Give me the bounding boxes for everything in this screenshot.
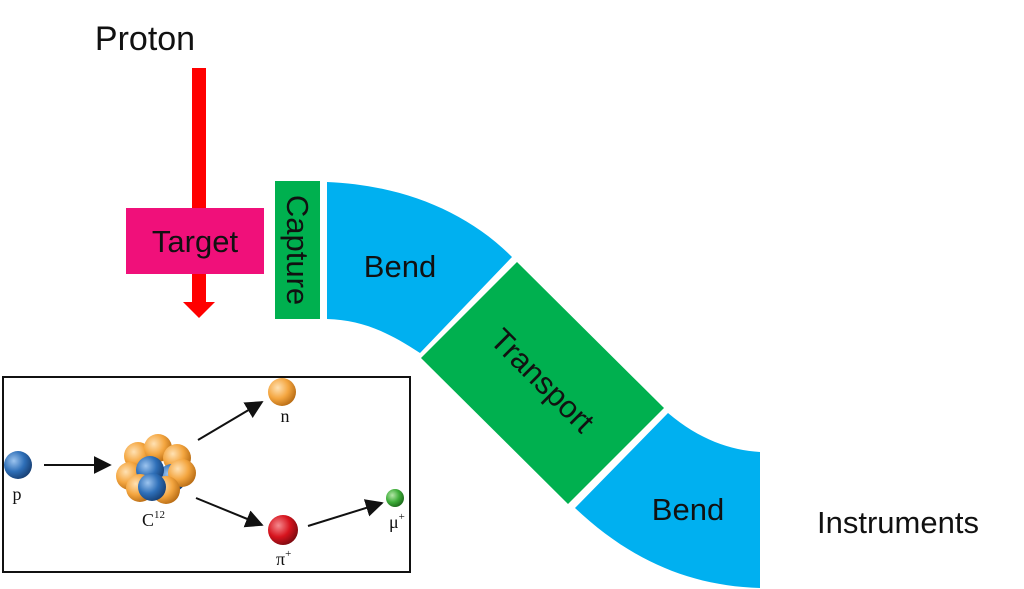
capture-label: Capture (280, 195, 315, 305)
muon-particle-icon (386, 489, 404, 507)
proton-particle-icon (4, 451, 32, 479)
bend-bottom-label: Bend (652, 492, 724, 527)
target-block (126, 208, 264, 274)
proton-particle-label: p (13, 484, 22, 504)
proton-label: Proton (95, 20, 195, 58)
neutron-particle-icon (268, 378, 296, 406)
neutron-label: n (281, 406, 290, 426)
reaction-inset-box (2, 376, 411, 573)
carbon-label: C12 (142, 509, 165, 530)
carbon-nucleus-icon (116, 434, 196, 504)
capture-block (275, 181, 320, 319)
arrow-carbon-to-neutron (197, 401, 264, 441)
instruments-label: Instruments (817, 505, 979, 540)
bend-top-block (327, 182, 512, 353)
arrow-pion-to-muon (307, 499, 384, 527)
proton-beam-arrowhead (183, 302, 215, 318)
pion-label: π+ (276, 548, 291, 569)
bend-bottom-block (575, 413, 760, 588)
arrow-carbon-to-pion (195, 497, 264, 528)
muon-label: μ+ (389, 511, 405, 532)
target-label: Target (152, 224, 239, 259)
bend-top-label: Bend (364, 249, 436, 284)
pion-particle-icon (268, 515, 298, 545)
transport-block (421, 262, 664, 504)
